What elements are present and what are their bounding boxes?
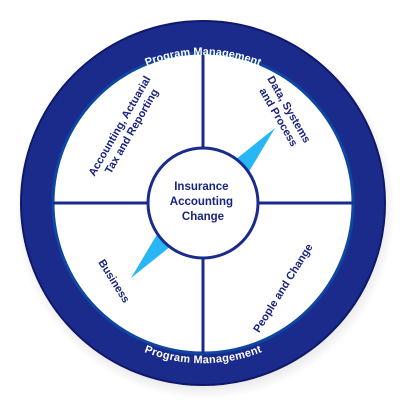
center-label-line1: Insurance [174, 181, 228, 193]
center-label: Insurance Accounting Change [170, 181, 236, 223]
center-label-line3: Change [182, 211, 224, 223]
center-circle [146, 146, 260, 260]
center-label-line2: Accounting [170, 196, 233, 208]
